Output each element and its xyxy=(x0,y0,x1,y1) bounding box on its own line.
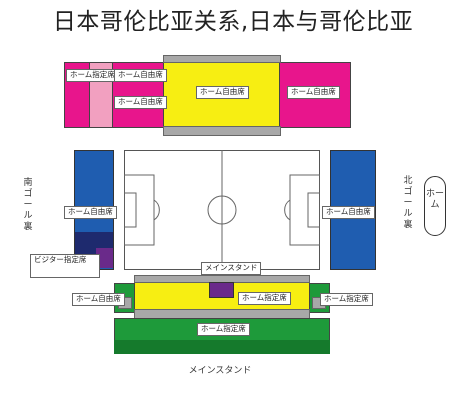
seat-label-north-right: ホーム自由席 xyxy=(287,86,340,99)
right-penalty-arc xyxy=(284,199,291,221)
seat-label-south-center-top: メインスタンド xyxy=(201,262,262,275)
right-vertical-label: 北ゴール裏 xyxy=(403,176,413,230)
seat-label-south-right: ホーム指定席 xyxy=(320,293,373,306)
page-title: 日本哥伦比亚关系,日本与哥伦比亚 xyxy=(52,9,414,35)
seat-label-north-center: ホーム自由席 xyxy=(196,86,249,99)
home-oval: ホーム xyxy=(424,176,446,236)
north-gray-bar-bottom xyxy=(163,126,281,136)
left-penalty-area xyxy=(124,174,155,246)
seat-label-north-left-1: ホーム指定席 xyxy=(66,69,119,82)
north-gray-bar-top xyxy=(163,55,281,63)
left-vertical-label: 南ゴール裏 xyxy=(23,178,33,232)
seat-label-south-left: ホーム自由席 xyxy=(72,293,125,306)
center-circle xyxy=(207,195,237,225)
seat-label-west-box: ビジター指定席 xyxy=(30,254,100,278)
seat-label-north-left-2: ホーム自由席 xyxy=(114,69,167,82)
south-purple-box xyxy=(209,282,234,298)
left-penalty-arc xyxy=(153,199,160,221)
seat-label-west-main: ホーム自由席 xyxy=(64,206,117,219)
seat-label-south-yellow: ホーム指定席 xyxy=(238,292,291,305)
right-penalty-area xyxy=(289,174,320,246)
seat-label-north-left-3: ホーム自由席 xyxy=(114,96,167,109)
home-oval-label: ホーム xyxy=(425,189,444,210)
south-stand-green-lower xyxy=(114,340,330,354)
west-stand-purple xyxy=(96,248,113,268)
field-markings-svg xyxy=(124,150,320,270)
left-goal-area xyxy=(124,192,137,228)
right-goal-area xyxy=(307,192,320,228)
seat-label-east-main: ホーム自由席 xyxy=(322,206,375,219)
seat-label-south-green: ホーム指定席 xyxy=(197,323,250,336)
bottom-label: メインスタンド xyxy=(188,366,252,376)
